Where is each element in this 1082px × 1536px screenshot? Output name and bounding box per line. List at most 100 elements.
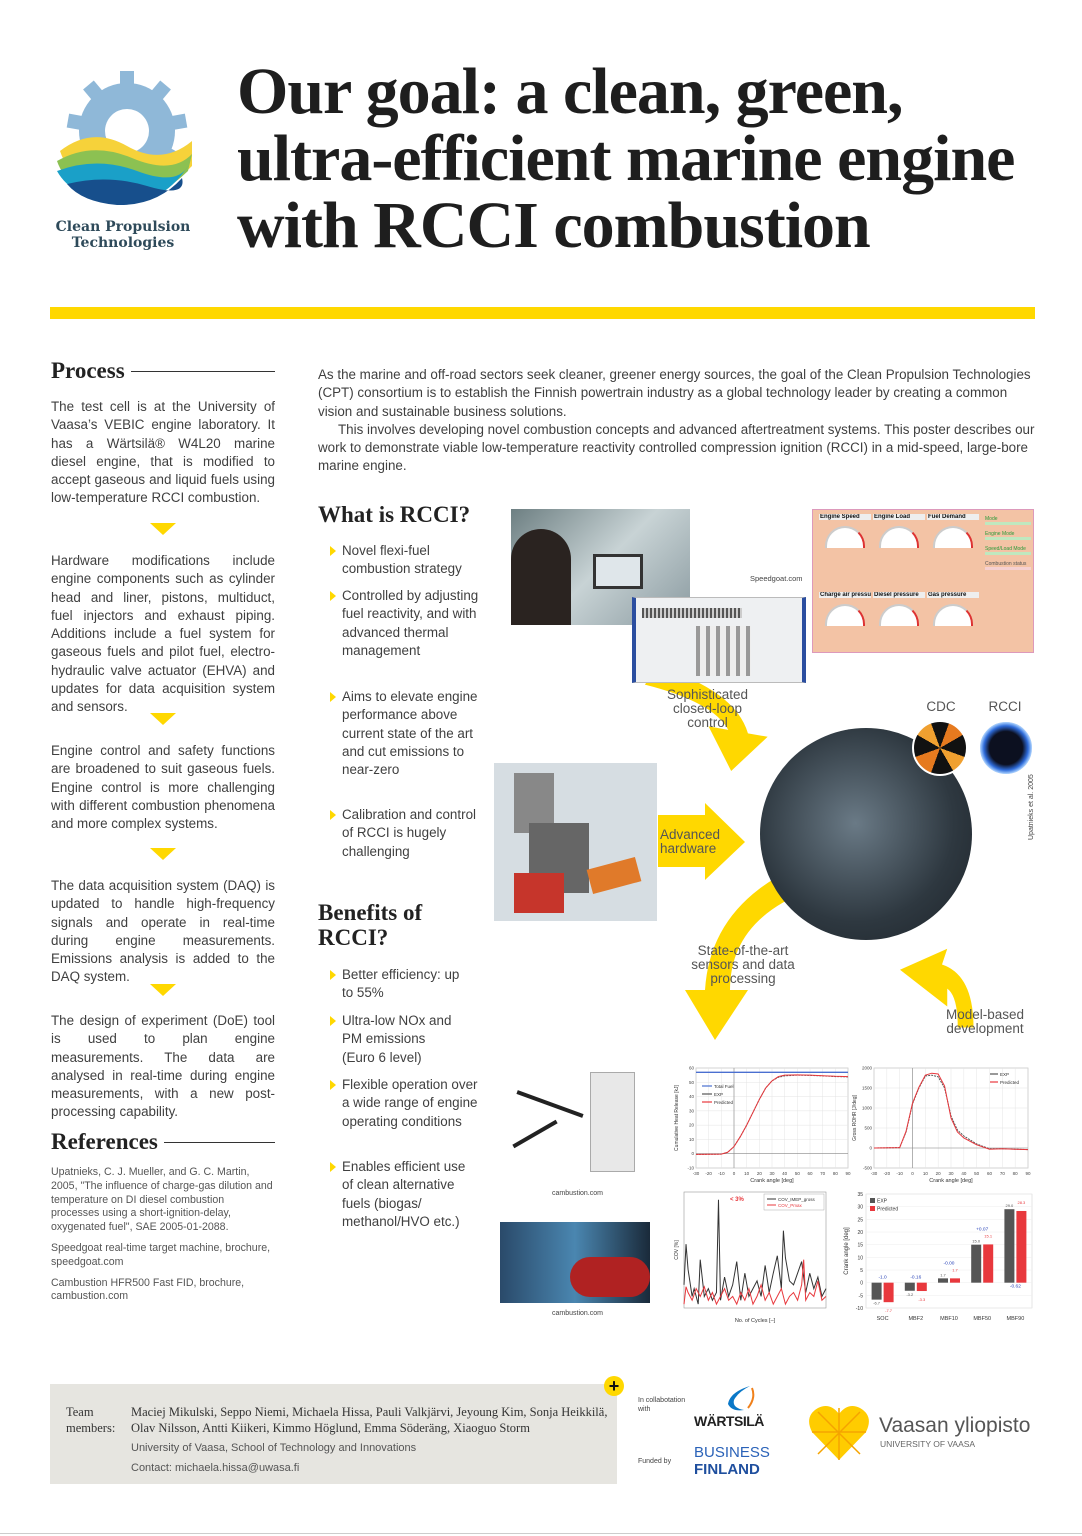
y-axis-label: Cumulative Heat Release [kJ] bbox=[674, 1084, 680, 1150]
difference-label: -0.62 bbox=[1010, 1284, 1021, 1290]
bar-predicted bbox=[916, 1282, 927, 1292]
cambustion-credit: cambustion.com bbox=[552, 1190, 603, 1197]
y-tick-label: 30 bbox=[689, 1108, 695, 1113]
down-arrow-icon bbox=[150, 848, 176, 860]
title-line-1: Our goal: a clean, green, bbox=[237, 55, 904, 128]
x-tick-label: 10 bbox=[744, 1171, 750, 1176]
advanced-hardware-label: Advanced hardware bbox=[660, 827, 721, 856]
bar-exp bbox=[904, 1282, 915, 1291]
bar-value-label: -3.2 bbox=[906, 1292, 914, 1297]
bar-value-label: -7.7 bbox=[885, 1308, 893, 1313]
series-line-cov-imep-gross bbox=[683, 1199, 827, 1305]
bar-exp bbox=[871, 1282, 882, 1300]
bar-predicted bbox=[1016, 1210, 1027, 1283]
y-tick-label: -500 bbox=[863, 1166, 873, 1171]
gauge-dial-icon bbox=[879, 526, 919, 548]
bullet-item: Aims to elevate engine performance above… bbox=[330, 688, 480, 779]
closed-loop-control-label: Sophisticated closed-loop control bbox=[666, 687, 749, 730]
gauge-label: Engine Load bbox=[873, 514, 925, 520]
plus-icon: + bbox=[604, 1376, 624, 1396]
dashboard-status-field: Combustion status bbox=[985, 561, 1031, 570]
x-tick-label: 60 bbox=[807, 1171, 813, 1176]
references-heading: References bbox=[51, 1129, 275, 1155]
engine-hardware-cad-image bbox=[494, 763, 657, 921]
rcci-combustion-image bbox=[978, 720, 1034, 776]
down-arrow-icon bbox=[150, 713, 176, 725]
bar-value-label: 28.3 bbox=[1018, 1200, 1027, 1205]
gauge-label: Fuel Demand bbox=[927, 514, 979, 520]
y-tick-label: 30 bbox=[857, 1205, 863, 1211]
process-step-2: Hardware modifications include engine co… bbox=[51, 553, 275, 715]
title-line-3: with RCCI combustion bbox=[237, 189, 871, 262]
bullet-item: Controlled by adjusting fuel reactivity,… bbox=[330, 587, 480, 660]
bullet-item: Novel flexi-fuel combustion strategy bbox=[330, 542, 480, 579]
cov-chart: No. of Cycles [–]COV [%]COV_IMEP_grossCO… bbox=[674, 1191, 827, 1324]
difference-label: -1.0 bbox=[878, 1275, 887, 1281]
legend-box bbox=[763, 1193, 825, 1211]
legend-label: EXP bbox=[1000, 1072, 1009, 1077]
gauge-dial-icon bbox=[933, 526, 973, 548]
annotation: < 3% bbox=[730, 1197, 745, 1203]
y-tick-label: 0 bbox=[691, 1151, 694, 1156]
cdc-combustion-image bbox=[912, 720, 968, 776]
collaboration-label: In collabotation with bbox=[638, 1397, 686, 1413]
y-tick-label: 60 bbox=[689, 1066, 695, 1071]
legend-swatch bbox=[870, 1206, 875, 1211]
bar-predicted bbox=[883, 1282, 894, 1303]
dashboard-gauge: Gas pressure bbox=[927, 592, 979, 642]
legend-label: EXP bbox=[877, 1199, 888, 1205]
cambustion-probe-image bbox=[500, 1222, 650, 1303]
down-arrow-icon bbox=[150, 523, 176, 535]
x-tick-label: 10 bbox=[923, 1171, 929, 1176]
bar-value-label: 15.1 bbox=[984, 1233, 993, 1238]
bar-exp bbox=[971, 1244, 982, 1283]
team-label: Team members: bbox=[66, 1405, 116, 1435]
y-tick-label: 25 bbox=[857, 1217, 863, 1223]
bar-value-label: 29.0 bbox=[1006, 1203, 1015, 1208]
y-tick-label: 50 bbox=[689, 1080, 695, 1085]
y-tick-label: 15 bbox=[857, 1243, 863, 1249]
plot-area bbox=[683, 1191, 827, 1309]
difference-label: +0.07 bbox=[976, 1226, 988, 1232]
y-tick-label: 10 bbox=[689, 1137, 695, 1142]
speedgoat-credit: Speedgoat.com bbox=[750, 574, 803, 583]
contact-email: Contact: michaela.hissa@uwasa.fi bbox=[131, 1462, 300, 1474]
plot-area bbox=[865, 1193, 1033, 1309]
x-tick-label: 80 bbox=[833, 1171, 839, 1176]
title-line-2: ultra-efficient marine engine bbox=[237, 122, 1015, 195]
legend-label: COV_IMEP_gross bbox=[778, 1197, 816, 1202]
dashboard-gauge: Diesel pressure bbox=[873, 592, 925, 642]
dashboard-gauge: Engine Speed bbox=[819, 514, 871, 564]
y-axis-label: COV [%] bbox=[674, 1240, 680, 1260]
gauge-label: Gas pressure bbox=[927, 592, 979, 598]
bar-value-label: -6.7 bbox=[873, 1301, 881, 1306]
sensors-label: State-of-the-art sensors and data proces… bbox=[691, 943, 795, 986]
x-tick-label: 0 bbox=[911, 1171, 914, 1176]
bar-predicted bbox=[950, 1278, 960, 1283]
page-edge bbox=[0, 1533, 1082, 1534]
curved-arrow-icon bbox=[900, 948, 974, 1028]
y-tick-label: 500 bbox=[864, 1126, 872, 1131]
x-tick-label: 40 bbox=[961, 1171, 967, 1176]
references-heading-text: References bbox=[51, 1129, 158, 1154]
reference-item: Speedgoat real-time target machine, broc… bbox=[51, 1241, 271, 1268]
x-tick-label: 30 bbox=[948, 1171, 954, 1176]
x-tick-label: 30 bbox=[769, 1171, 775, 1176]
process-step-5: The design of experiment (DoE) tool is u… bbox=[51, 1013, 275, 1120]
cpt-logo: Clean Propulsion Technologies bbox=[52, 66, 194, 251]
curved-arrow-icon bbox=[685, 870, 810, 1040]
y-tick-label: 20 bbox=[857, 1230, 863, 1236]
university-heart-logo-icon bbox=[809, 1406, 869, 1460]
y-tick-label: -10 bbox=[687, 1166, 694, 1171]
accent-bar bbox=[50, 307, 1035, 319]
y-tick-label: 0 bbox=[860, 1281, 863, 1287]
process-arrows bbox=[644, 666, 974, 1040]
bullet-item: Enables efficient use of clean alternati… bbox=[330, 1158, 480, 1231]
y-axis-label: Gross ROHR [J/deg] bbox=[852, 1094, 858, 1140]
legend-label: Predicted bbox=[1000, 1080, 1020, 1085]
process-heading-text: Process bbox=[51, 358, 125, 383]
dashboard-gauge: Engine Load bbox=[873, 514, 925, 564]
dashboard-gauge: Fuel Demand bbox=[927, 514, 979, 564]
